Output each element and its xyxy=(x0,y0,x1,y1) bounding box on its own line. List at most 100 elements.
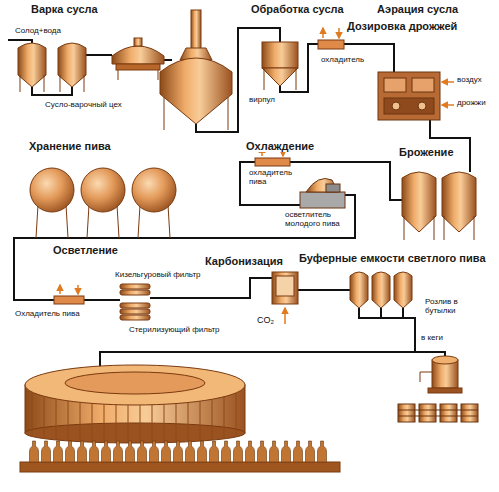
bottle xyxy=(114,441,123,462)
stage-heading: Варка сусла xyxy=(30,3,99,15)
pipe-lines xyxy=(32,87,72,95)
pipe-lines xyxy=(14,195,355,300)
beer-cooler xyxy=(59,285,61,294)
brew-kettle xyxy=(191,10,201,50)
buffer-tank xyxy=(350,272,412,308)
equipment-label: охладитель xyxy=(320,56,365,65)
bottle xyxy=(198,441,207,462)
stage-heading: Дозировка дрожжей xyxy=(346,20,458,32)
mash-kettle xyxy=(18,43,46,87)
mash-kettle xyxy=(20,75,21,92)
keg xyxy=(398,416,478,417)
bottle xyxy=(210,441,219,462)
stage-heading: Брожение xyxy=(398,146,455,158)
bottle xyxy=(90,441,99,462)
bottle xyxy=(222,441,231,462)
machine-rib xyxy=(200,401,201,441)
brew-kettle xyxy=(160,58,232,124)
keg-filler xyxy=(432,356,458,364)
carbonation-tank xyxy=(284,308,286,324)
storage-sphere xyxy=(132,168,176,212)
fermentation-tank xyxy=(404,216,405,240)
pipe-lines xyxy=(8,28,470,368)
mash-kettle xyxy=(44,75,45,92)
equipment-label: Стерилизующий фильтр xyxy=(128,326,221,335)
bottle xyxy=(138,441,147,462)
filter-unit xyxy=(120,309,150,314)
pipe-lines xyxy=(240,162,300,205)
storage-sphere xyxy=(138,205,140,238)
filter-unit xyxy=(120,290,150,295)
pipe-lines xyxy=(84,299,120,301)
aeration-unit xyxy=(378,72,440,120)
pipe-lines xyxy=(150,278,272,298)
filter-unit xyxy=(120,315,150,320)
keg-filler xyxy=(420,356,462,393)
mash-kettle xyxy=(58,43,86,87)
aeration-unit xyxy=(442,104,454,106)
storage-sphere xyxy=(36,205,38,238)
buffer-tank xyxy=(394,272,412,308)
pipe-lines xyxy=(380,308,382,318)
wort-cooler xyxy=(318,40,344,49)
machine-rib xyxy=(164,404,165,442)
keg xyxy=(419,404,436,422)
aeration-unit xyxy=(412,78,434,92)
beer-separator xyxy=(300,192,345,208)
output-label: в кеги xyxy=(420,334,444,343)
keg xyxy=(398,404,415,422)
keg xyxy=(461,404,478,422)
beer-cooler xyxy=(54,296,84,304)
bottle xyxy=(66,441,75,462)
pipe-lines xyxy=(298,289,350,291)
bottle xyxy=(150,441,159,462)
pipe-lines xyxy=(164,59,172,61)
bottle xyxy=(270,441,279,462)
storage-sphere xyxy=(87,205,89,238)
machine-rib xyxy=(56,399,57,440)
machine-rib xyxy=(104,404,105,442)
lauter-tun xyxy=(134,38,142,46)
fermentation-tank xyxy=(434,216,435,240)
machine-rib xyxy=(236,393,237,437)
stage-heading: Осветление xyxy=(52,244,119,256)
bottle xyxy=(54,441,63,462)
stage-heading: Аэрация сусла xyxy=(376,3,459,15)
machine-rib xyxy=(92,403,93,442)
brew-kettle xyxy=(228,97,229,130)
filter-unit xyxy=(120,284,150,289)
carbonation-tank xyxy=(272,272,298,304)
lauter-tun xyxy=(112,38,164,80)
bottle xyxy=(78,441,87,462)
aeration-unit xyxy=(418,102,426,110)
beer-cooler xyxy=(255,158,290,166)
wort-cooler xyxy=(338,28,340,38)
area-label: Сусло-варочный цех xyxy=(44,101,123,110)
whirlpool-vessel xyxy=(264,68,265,90)
pipe-lines xyxy=(100,308,415,368)
bottling-machine xyxy=(20,365,340,472)
input-label: дрожжи xyxy=(456,99,487,108)
aeration-unit xyxy=(384,98,434,114)
stage-heading: Карбонизация xyxy=(204,255,284,267)
bottle xyxy=(306,441,315,462)
whirlpool-vessel xyxy=(296,68,297,90)
machine-rib xyxy=(32,392,236,443)
stage-heading: Хранение пива xyxy=(28,140,112,152)
lauter-tun xyxy=(158,70,159,80)
stage-heading: Охлаждение xyxy=(245,140,315,152)
carbonation-tank xyxy=(276,276,294,296)
whirlpool-vessel xyxy=(262,68,298,86)
brew-kettle xyxy=(164,97,165,130)
filter-unit xyxy=(120,284,150,320)
equipment-label: Охладитель пива xyxy=(14,310,81,319)
mash-kettle xyxy=(18,43,86,92)
bottle xyxy=(186,441,195,462)
beer-cooler xyxy=(54,285,84,304)
fermentation-tank xyxy=(442,172,476,232)
output-label: Розлив в бутылки xyxy=(424,298,478,316)
gas-label: CO₂ xyxy=(256,316,275,326)
bottling-machine xyxy=(20,462,340,472)
